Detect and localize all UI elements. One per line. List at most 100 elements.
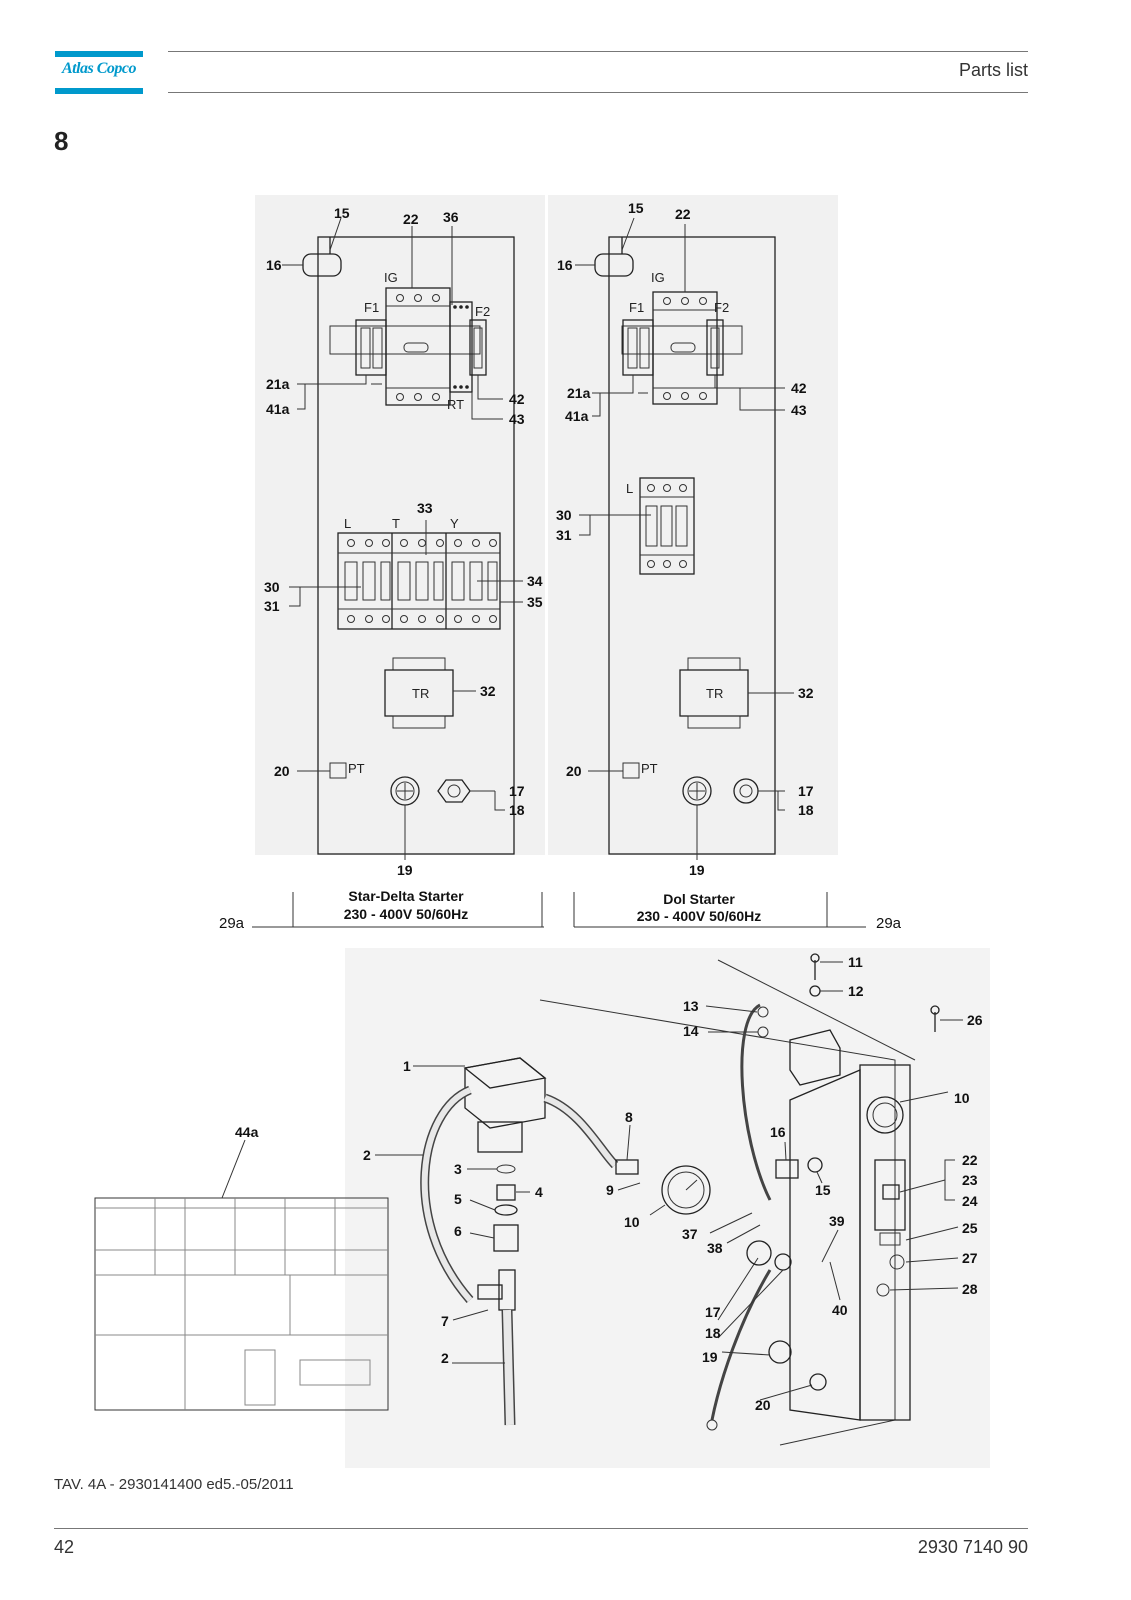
- callout-20-lower: 20: [755, 1397, 771, 1413]
- callout-6: 6: [454, 1223, 462, 1239]
- callout-2-upper: 2: [363, 1147, 371, 1163]
- header-rule-top: [168, 51, 1028, 52]
- callout-19-lower: 19: [702, 1349, 718, 1365]
- callout-41a: 41a: [266, 401, 290, 417]
- callout-9: 9: [606, 1182, 614, 1198]
- callout-38: 38: [707, 1240, 723, 1256]
- dol-label-f2: F2: [714, 300, 729, 315]
- label-rt: RT: [447, 397, 464, 412]
- callout-14: 14: [683, 1023, 699, 1039]
- star-delta-caption-line2: 230 - 400V 50/60Hz: [344, 906, 469, 922]
- callout-27: 27: [962, 1250, 978, 1266]
- callout-25: 25: [962, 1220, 978, 1236]
- page-header-title: Parts list: [958, 60, 1028, 80]
- callout-37: 37: [682, 1226, 698, 1242]
- dol-callout-21a: 21a: [567, 385, 591, 401]
- group-29a-brackets: [252, 892, 866, 928]
- callout-12: 12: [848, 983, 864, 999]
- callout-21a: 21a: [266, 376, 290, 392]
- callout-28: 28: [962, 1281, 978, 1297]
- callout-43: 43: [509, 411, 525, 427]
- dol-label-l: L: [626, 481, 633, 496]
- callout-10-cabinet: 10: [954, 1090, 970, 1106]
- callout-15-lower: 15: [815, 1182, 831, 1198]
- dol-callout-42: 42: [791, 380, 807, 396]
- callout-11: 11: [848, 954, 863, 970]
- callout-2-lower: 2: [441, 1350, 449, 1366]
- callout-32: 32: [480, 683, 496, 699]
- label-tr: TR: [412, 686, 429, 701]
- logo-bar-bottom: [55, 88, 143, 94]
- drawing-reference: TAV. 4A - 2930141400 ed5.-05/2011: [54, 1476, 294, 1493]
- callout-19: 19: [397, 862, 413, 878]
- footer-rule: [54, 1528, 1028, 1529]
- dol-label-ig: IG: [651, 270, 665, 285]
- label-l: L: [344, 516, 351, 531]
- dol-callout-16: 16: [557, 257, 573, 273]
- label-pt: PT: [348, 761, 365, 776]
- dol-callout-41a: 41a: [565, 408, 589, 424]
- label-f1: F1: [364, 300, 379, 315]
- callout-31: 31: [264, 598, 280, 614]
- page-number: 42: [54, 1537, 75, 1557]
- dol-label-f1: F1: [629, 300, 644, 315]
- callout-24: 24: [962, 1193, 978, 1209]
- label-y: Y: [450, 516, 459, 531]
- callout-7: 7: [441, 1313, 449, 1329]
- dol-caption-line2: 230 - 400V 50/60Hz: [637, 908, 762, 924]
- label-ig: IG: [384, 270, 398, 285]
- dol-callout-22: 22: [675, 206, 691, 222]
- callout-30: 30: [264, 579, 280, 595]
- callout-1: 1: [403, 1058, 411, 1074]
- callout-16-lower: 16: [770, 1124, 786, 1140]
- star-delta-caption-line1: Star-Delta Starter: [348, 888, 464, 904]
- callout-26: 26: [967, 1012, 983, 1028]
- callout-3: 3: [454, 1161, 462, 1177]
- callout-23: 23: [962, 1172, 978, 1188]
- callout-17-lower: 17: [705, 1304, 721, 1320]
- callout-39: 39: [829, 1213, 845, 1229]
- callout-44a: 44a: [235, 1124, 259, 1140]
- callout-5: 5: [454, 1191, 462, 1207]
- dol-callout-15: 15: [628, 200, 644, 216]
- section-number: 8: [54, 126, 69, 156]
- dol-caption-line1: Dol Starter: [663, 891, 735, 907]
- dol-callout-19: 19: [689, 862, 705, 878]
- dol-label-tr: TR: [706, 686, 723, 701]
- callout-42: 42: [509, 391, 525, 407]
- callout-10-lower: 10: [624, 1214, 640, 1230]
- callout-18-lower: 18: [705, 1325, 721, 1341]
- callout-22: 22: [403, 211, 419, 227]
- callout-34: 34: [527, 573, 543, 589]
- exploded-view: 1 2 2 3 4 5 6 7 8 9 10 10 11 12 13 14 15…: [94, 948, 990, 1468]
- callout-40: 40: [832, 1302, 848, 1318]
- dol-panel: IG F1 F2 L TR PT 15 22 16 21a 41a 42: [548, 195, 838, 924]
- callout-17: 17: [509, 783, 525, 799]
- callout-35: 35: [527, 594, 543, 610]
- header-rule-bottom: [168, 92, 1028, 93]
- callout-8: 8: [625, 1109, 633, 1125]
- callout-36: 36: [443, 209, 459, 225]
- callout-33: 33: [417, 500, 433, 516]
- callout-18: 18: [509, 802, 525, 818]
- label-t: T: [392, 516, 400, 531]
- label-f2: F2: [475, 304, 490, 319]
- callout-29a-right: 29a: [876, 915, 902, 932]
- logo-text: Atlas Copco: [61, 60, 137, 77]
- dol-callout-43: 43: [791, 402, 807, 418]
- dol-callout-32: 32: [798, 685, 814, 701]
- callout-13: 13: [683, 998, 699, 1014]
- callout-15: 15: [334, 205, 350, 221]
- parts-drawing: IG F1 F2 RT L T Y TR PT: [94, 195, 990, 1468]
- callout-29a-left: 29a: [219, 915, 245, 932]
- callout-4: 4: [535, 1184, 543, 1200]
- callout-20: 20: [274, 763, 290, 779]
- dol-callout-20: 20: [566, 763, 582, 779]
- star-delta-panel: IG F1 F2 RT L T Y TR PT: [255, 195, 545, 922]
- dol-callout-30: 30: [556, 507, 572, 523]
- callout-16: 16: [266, 257, 282, 273]
- callout-22-lower: 22: [962, 1152, 978, 1168]
- dol-callout-31: 31: [556, 527, 572, 543]
- dol-callout-18: 18: [798, 802, 814, 818]
- document-number: 2930 7140 90: [917, 1537, 1028, 1557]
